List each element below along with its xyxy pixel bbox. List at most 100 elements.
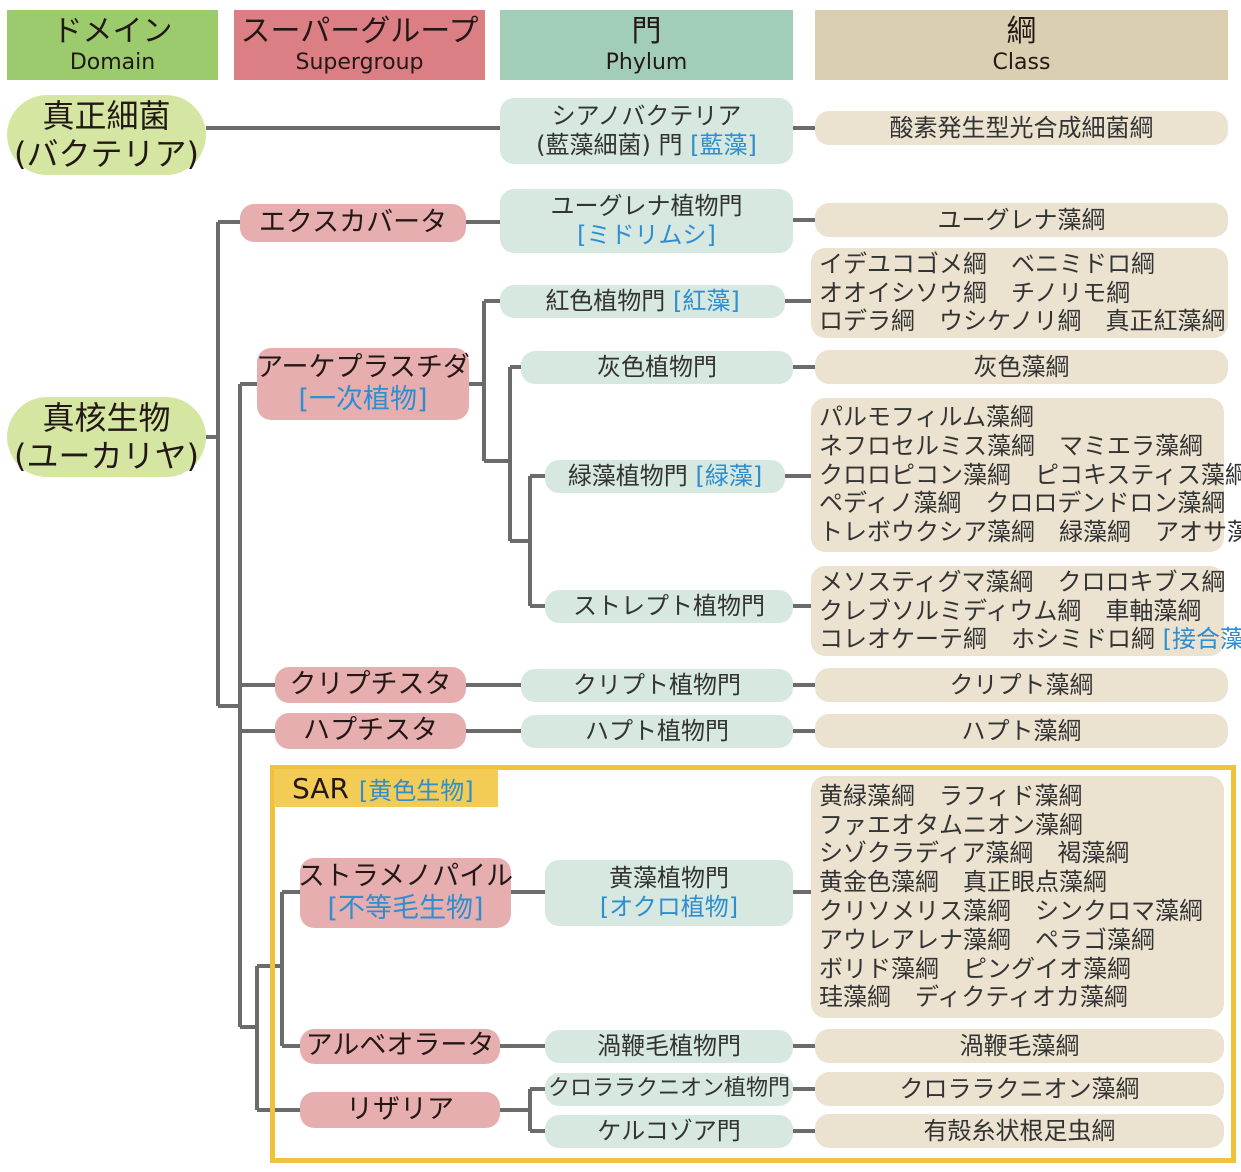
header-domain: ドメイン Domain	[7, 10, 218, 80]
class-streptophyta-bracket: [接合藻]	[1162, 625, 1241, 654]
phylum-cryptophyta: クリプト植物門	[521, 669, 793, 702]
phylum-chlorarachniophyta-name: クロララクニオン植物門	[547, 1076, 790, 1102]
class-euglenophyta: ユーグレナ藻綱	[815, 203, 1228, 237]
class-chlorophyta-line: トレボウクシア藻綱 緑藻綱 アオサ藻綱	[819, 518, 1241, 547]
class-ochrophyta-line: 黄金色藻綱 真正眼点藻綱	[819, 868, 1107, 897]
phylum-rhodophyta-bracket: [紅藻]	[672, 287, 740, 316]
class-cercozoa-item: 有殻糸状根足虫綱	[923, 1116, 1116, 1145]
header-supergroup: スーパーグループ Supergroup	[234, 10, 485, 80]
class-cryptophyta: クリプト藻綱	[815, 668, 1228, 702]
supergroup-archaeplastida-alias: [一次植物]	[298, 384, 428, 415]
header-phylum: 門 Phylum	[500, 10, 793, 80]
class-haptophyta-item: ハプト藻綱	[961, 716, 1082, 745]
class-streptophyta-last-text: コレオケーテ綱 ホシミドロ綱	[819, 625, 1155, 654]
phylum-haptophyta-name: ハプト植物門	[585, 717, 729, 746]
class-chlorophyta-line: ペディノ藻綱 クロロデンドロン藻綱	[819, 489, 1226, 518]
domain-eukarya-name: 真核生物	[42, 398, 171, 437]
class-chlorophyta-line: クロロピコン藻綱 ピコキスティス藻綱	[819, 460, 1241, 489]
class-cryptophyta-item: クリプト藻綱	[949, 670, 1094, 699]
header-class: 綱 Class	[815, 10, 1228, 80]
phylum-rhodophyta-line: 紅色植物門 [紅藻]	[545, 287, 739, 316]
phylum-cercozoa-name: ケルコゾア門	[597, 1117, 741, 1146]
class-dinophyta: 渦鞭毛藻綱	[815, 1029, 1224, 1063]
header-domain-ja: ドメイン	[52, 13, 173, 49]
class-ochrophyta-line: 珪藻綱 ディクティオカ藻綱	[819, 983, 1128, 1012]
sar-label-bracket: [黄色生物]	[358, 776, 474, 805]
class-chlorarachniophyta-item: クロララクニオン藻綱	[899, 1074, 1140, 1103]
class-chlorophyta-line: パルモフィルム藻綱	[819, 403, 1035, 431]
phylum-euglenophyta-name: ユーグレナ植物門	[550, 192, 743, 221]
class-euglenophyta-item: ユーグレナ藻綱	[937, 205, 1106, 234]
header-phylum-en: Phylum	[605, 49, 688, 75]
class-chlorophyta-line: ネフロセルミス藻綱 マミエラ藻綱	[819, 431, 1203, 460]
sar-group-label: SAR [黄色生物]	[274, 769, 498, 807]
phylum-ochrophyta-alias: [オクロ植物]	[599, 893, 739, 921]
class-dinophyta-item: 渦鞭毛藻綱	[959, 1031, 1080, 1060]
phylum-chlorophyta-name: 緑藻植物門	[567, 462, 688, 491]
phylum-chlorarachniophyta: クロララクニオン植物門	[545, 1073, 793, 1106]
supergroup-cryptista-name: クリプチスタ	[289, 668, 452, 700]
phylum-chlorophyta-line: 緑藻植物門 [緑藻]	[568, 462, 762, 491]
class-glaucophyta: 灰色藻綱	[815, 350, 1228, 384]
domain-bacteria-alias: (バクテリア)	[14, 135, 199, 173]
supergroup-archaeplastida-name: アーケプラスチダ	[256, 351, 470, 383]
supergroup-alveolata: アルベオラータ	[300, 1029, 500, 1064]
header-class-en: Class	[992, 49, 1051, 75]
class-ochrophyta-line: ファエオタムニオン藻綱	[819, 810, 1083, 839]
header-supergroup-en: Supergroup	[295, 49, 424, 75]
supergroup-alveolata-name: アルベオラータ	[305, 1030, 495, 1062]
header-class-ja: 綱	[1006, 13, 1037, 49]
domain-eukarya-alias: (ユーカリヤ)	[14, 437, 199, 475]
phylum-cyanobacteria-bracket: [藍藻]	[690, 131, 757, 159]
class-ochrophyta-line: ボリド藻綱 ピングイオ藻綱	[819, 954, 1131, 983]
header-domain-en: Domain	[69, 49, 156, 75]
supergroup-rhizaria-name: リザリア	[346, 1093, 454, 1125]
phylum-cyanobacteria: シアノバクテリア (藍藻細菌) 門 [藍藻]	[500, 98, 793, 164]
supergroup-excavata-name: エクスカバータ	[258, 206, 448, 238]
class-rhodophyta-line: イデユコゴメ綱 ベニミドロ綱	[819, 249, 1155, 278]
supergroup-stramenopiles: ストラメノパイル [不等毛生物]	[298, 858, 513, 928]
class-cercozoa: 有殻糸状根足虫綱	[815, 1114, 1224, 1148]
class-streptophyta-list: メソスティグマ藻綱 クロロキブス綱 クレブソルミディウム綱 車軸藻綱 コレオケー…	[811, 566, 1241, 656]
phylum-euglenophyta: ユーグレナ植物門 [ミドリムシ]	[500, 189, 793, 253]
phylum-rhodophyta: 紅色植物門 [紅藻]	[500, 285, 785, 318]
class-chlorophyta-list: パルモフィルム藻綱 ネフロセルミス藻綱 マミエラ藻綱 クロロピコン藻綱 ピコキス…	[811, 398, 1241, 552]
header-supergroup-ja: スーパーグループ	[240, 13, 479, 49]
phylum-cyanobacteria-line2: (藍藻細菌) 門 [藍藻]	[536, 131, 757, 160]
supergroup-archaeplastida: アーケプラスチダ [一次植物]	[256, 348, 470, 420]
class-ochrophyta-line: クリソメリス藻綱 シンクロマ藻綱	[819, 897, 1203, 925]
class-ochrophyta-line: 黄緑藻綱 ラフィド藻綱	[819, 781, 1083, 810]
phylum-haptophyta: ハプト植物門	[521, 715, 793, 748]
supergroup-haptista: ハプチスタ	[275, 713, 466, 749]
class-ochrophyta-list: 黄緑藻綱 ラフィド藻綱 ファエオタムニオン藻綱 シゾクラディア藻綱 褐藻綱 黄金…	[811, 776, 1224, 1018]
supergroup-excavata: エクスカバータ	[240, 204, 466, 242]
phylum-ochrophyta: 黄藻植物門 [オクロ植物]	[545, 860, 793, 926]
phylum-cyanobacteria-name: シアノバクテリア	[551, 102, 742, 131]
supergroup-haptista-name: ハプチスタ	[303, 714, 438, 746]
class-cyanobacteria-item: 酸素発生型光合成細菌綱	[889, 113, 1154, 142]
class-rhodophyta-line: ロデラ綱 ウシケノリ綱 真正紅藻綱	[819, 307, 1226, 336]
supergroup-cryptista: クリプチスタ	[275, 667, 466, 703]
phylum-glaucophyta-name: 灰色植物門	[597, 353, 717, 382]
class-cyanobacteria: 酸素発生型光合成細菌綱	[815, 111, 1228, 145]
phylum-cercozoa: ケルコゾア門	[545, 1115, 793, 1148]
phylum-cyanobacteria-alias: (藍藻細菌) 門	[536, 131, 683, 159]
class-haptophyta: ハプト藻綱	[815, 714, 1228, 748]
phylum-rhodophyta-name: 紅色植物門	[545, 287, 666, 316]
phylum-glaucophyta: 灰色植物門	[521, 351, 793, 384]
class-chlorarachniophyta: クロララクニオン藻綱	[815, 1072, 1224, 1106]
sar-group-frame	[270, 765, 1236, 1163]
supergroup-rhizaria: リザリア	[300, 1092, 500, 1128]
phylum-cryptophyta-name: クリプト植物門	[573, 671, 741, 700]
domain-eukarya: 真核生物 (ユーカリヤ)	[7, 397, 206, 477]
class-streptophyta-line: クレブソルミディウム綱 車軸藻綱	[819, 596, 1202, 625]
phylum-chlorophyta-bracket: [緑藻]	[695, 462, 763, 491]
class-ochrophyta-line: アウレアレナ藻綱 ペラゴ藻綱	[819, 925, 1155, 954]
phylum-streptophyta-name: ストレプト植物門	[573, 592, 765, 621]
class-streptophyta-line: メソスティグマ藻綱 クロロキブス綱	[819, 567, 1226, 596]
phylum-dinophyta: 渦鞭毛植物門	[545, 1030, 793, 1063]
class-rhodophyta-line: オオイシソウ綱 チノリモ綱	[819, 278, 1131, 307]
class-streptophyta-line: コレオケーテ綱 ホシミドロ綱 [接合藻]	[819, 625, 1241, 654]
